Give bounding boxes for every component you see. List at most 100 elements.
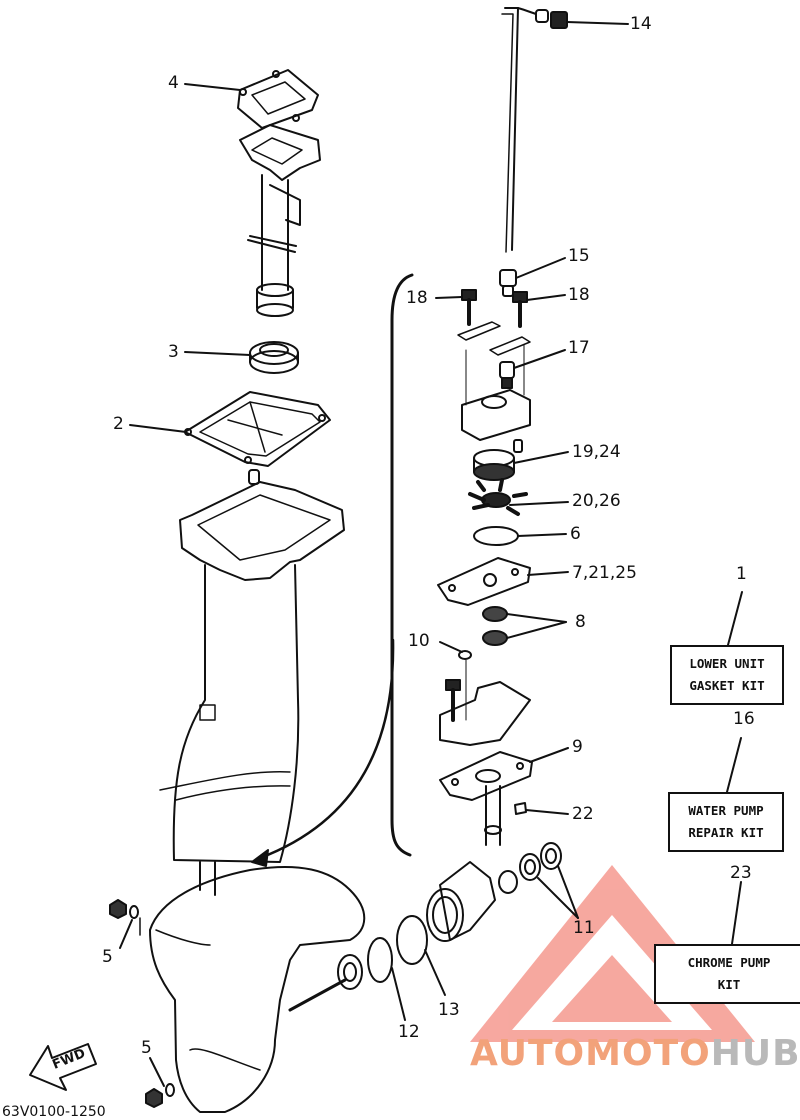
leader-8a: [506, 613, 567, 623]
callout-18-right: 18: [568, 285, 590, 305]
leader-4: [184, 83, 241, 91]
callout-7-21-25: 7,21,25: [572, 563, 637, 583]
kit-line: REPAIR KIT: [688, 825, 764, 840]
water-pump-repair-kit-box: WATER PUMP REPAIR KIT: [668, 792, 784, 852]
leader-2: [129, 424, 187, 433]
bolt-18-right: [512, 291, 528, 328]
watermark-part2: HUB: [710, 1033, 800, 1074]
leader-7: [527, 571, 569, 576]
pin-22: [514, 802, 527, 815]
upper-casing: [159, 481, 345, 863]
callout-18-left: 18: [406, 288, 428, 308]
outer-plate-7: [437, 557, 531, 606]
leader-20: [509, 501, 569, 506]
pump-pin: [513, 439, 523, 453]
kit-line: WATER PUMP: [688, 803, 764, 818]
bolt-5-lower: [145, 1083, 175, 1108]
lower-unit: [139, 861, 366, 1113]
callout-9: 9: [572, 737, 583, 757]
callout-4: 4: [168, 73, 179, 93]
bearing-8: [482, 606, 508, 646]
drive-shaft-tube: [484, 785, 502, 846]
callout-5-upper: 5: [102, 947, 113, 967]
arrow-head-icon: [251, 849, 269, 867]
leader-15: [515, 257, 566, 279]
shaft-housing: [439, 659, 531, 746]
leader-14: [566, 21, 629, 25]
dowel-pin: [248, 469, 260, 485]
assembly-arrow: [258, 638, 395, 860]
kit-line: KIT: [717, 977, 741, 992]
watermark-part1: AUTOMOTO: [470, 1033, 711, 1074]
leader-13: [424, 949, 446, 996]
callout-1: 1: [736, 564, 747, 584]
callout-10: 10: [408, 631, 430, 651]
seal-part: [249, 341, 299, 374]
leader-19: [513, 451, 569, 464]
callout-22: 22: [572, 804, 594, 824]
seals-11: [498, 842, 562, 894]
leader-23: [731, 881, 742, 945]
chrome-pump-kit-box: CHROME PUMP KIT: [654, 944, 800, 1004]
bolt-18-left: [461, 289, 477, 326]
callout-11: 11: [573, 918, 595, 938]
callout-5-lower: 5: [141, 1038, 152, 1058]
diagram-code: 63V0100-1250: [2, 1104, 106, 1120]
leader-1: [727, 591, 743, 646]
exhaust-guide: [239, 124, 321, 317]
fwd-arrow-icon: [29, 1043, 97, 1091]
o-ring-12: [367, 937, 393, 983]
callout-15: 15: [568, 246, 590, 266]
callout-14: 14: [630, 14, 652, 34]
leader-5-upper: [119, 919, 133, 949]
callout-8: 8: [575, 612, 586, 632]
exhaust-gasket: [237, 69, 319, 129]
kit-line: GASKET KIT: [689, 678, 765, 693]
o-ring-13: [396, 915, 428, 965]
kit-bracket: [390, 273, 414, 857]
o-ring-10: [458, 650, 472, 660]
leader-18-right: [526, 294, 566, 301]
callout-16: 16: [733, 709, 755, 729]
leader-12: [391, 967, 406, 1021]
propeller-shaft-housing: [426, 861, 496, 942]
leader-8b: [506, 621, 567, 639]
watermark-logo: AUTOMOTOHUB: [470, 1036, 800, 1072]
callout-13: 13: [438, 1000, 460, 1020]
leader-9: [529, 747, 569, 763]
bolt-5-upper: [109, 899, 139, 919]
leader-6: [517, 533, 567, 537]
plate-clip-right: [489, 336, 531, 356]
callout-19-24: 19,24: [572, 442, 621, 462]
bearing-housing: [337, 954, 363, 990]
pump-housing: [461, 344, 531, 441]
cup-19: [473, 449, 515, 481]
callout-20-26: 20,26: [572, 491, 621, 511]
o-ring-6: [473, 526, 519, 546]
callout-12: 12: [398, 1022, 420, 1042]
pump-insert-17: [499, 361, 515, 389]
callout-23: 23: [730, 863, 752, 883]
leader-18-left: [435, 296, 463, 299]
leader-11a: [537, 877, 579, 919]
leader-10: [439, 641, 463, 653]
leader-11b: [557, 865, 579, 919]
leader-17: [513, 349, 566, 369]
callout-2: 2: [113, 414, 124, 434]
leader-3: [184, 351, 251, 356]
impeller-20: [468, 478, 528, 516]
kit-line: LOWER UNIT: [689, 656, 765, 671]
plate-clip-left: [457, 321, 501, 341]
callout-6: 6: [570, 524, 581, 544]
callout-17: 17: [568, 338, 590, 358]
upper-casing-gasket: [184, 391, 331, 467]
leader-22: [525, 809, 569, 815]
kit-line: CHROME PUMP: [687, 955, 771, 970]
water-tube: [501, 7, 568, 253]
gasket-9: [439, 751, 533, 801]
leader-16: [726, 737, 742, 793]
leader-5-lower: [149, 1057, 165, 1087]
lower-unit-gasket-kit-box: LOWER UNIT GASKET KIT: [670, 645, 784, 705]
callout-3: 3: [168, 342, 179, 362]
